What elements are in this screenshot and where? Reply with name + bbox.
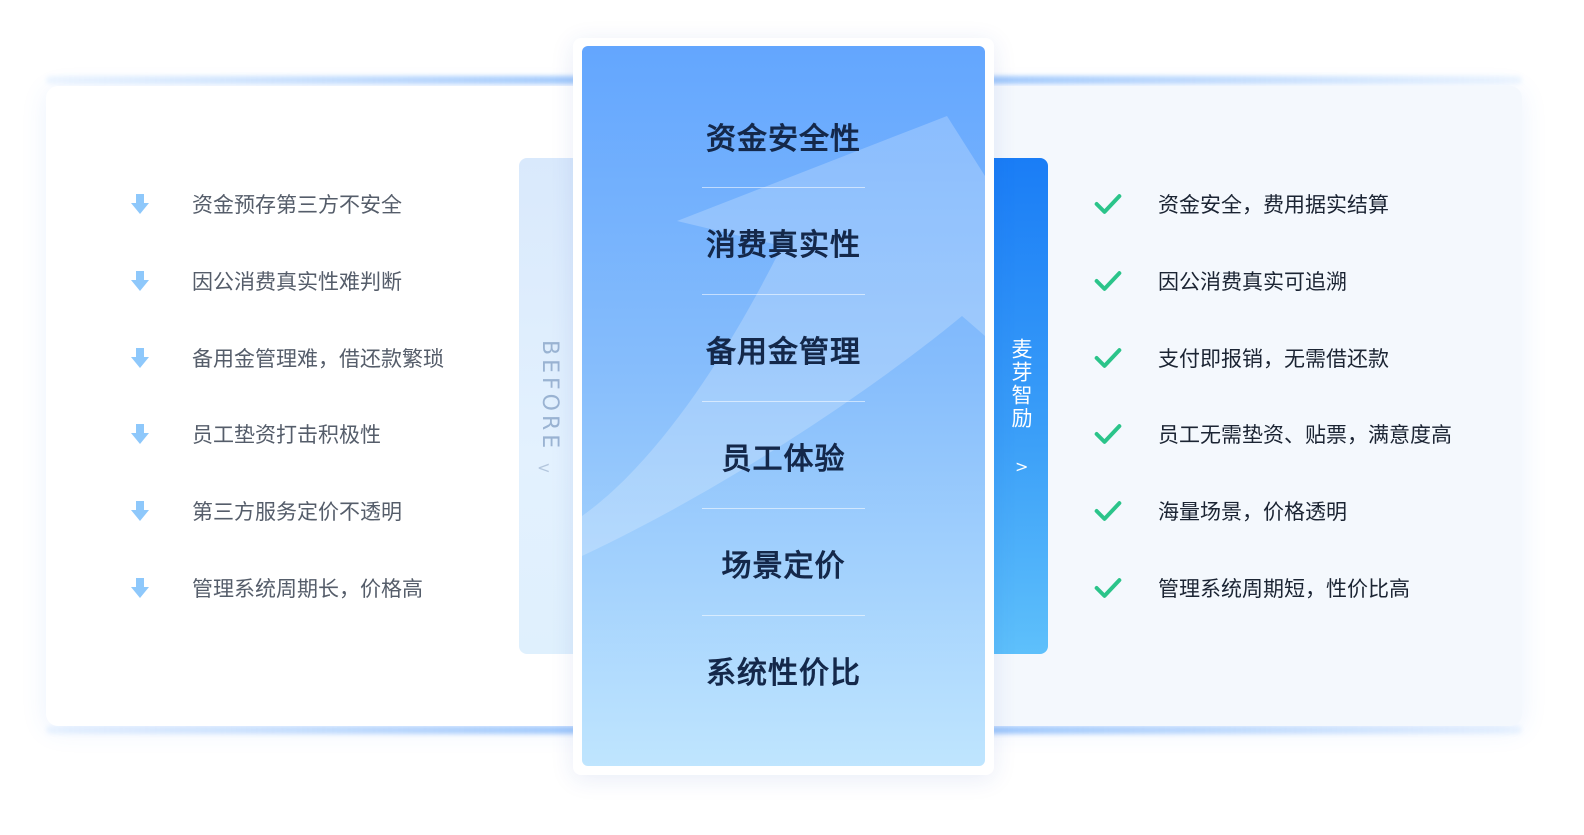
- after-item-text: 海量场景，价格透明: [1158, 500, 1347, 524]
- after-item-text: 员工无需垫资、贴票，满意度高: [1158, 423, 1452, 447]
- before-item-text: 第三方服务定价不透明: [192, 500, 402, 524]
- before-item-text: 管理系统周期长，价格高: [192, 577, 423, 601]
- before-list-item: 管理系统周期长，价格高: [126, 572, 423, 604]
- check-icon: [1094, 271, 1122, 291]
- before-list-item: 第三方服务定价不透明: [126, 495, 402, 527]
- chevron-right-icon: >: [1015, 457, 1029, 476]
- after-item-text: 资金安全，费用据实结算: [1158, 193, 1389, 217]
- arrow-down-icon: [131, 424, 149, 444]
- center-divider: [702, 508, 865, 509]
- center-divider: [702, 615, 865, 616]
- arrow-down-icon: [131, 578, 149, 598]
- center-item-fund-security: 资金安全性: [706, 121, 861, 157]
- check-icon: [1094, 348, 1122, 368]
- arrow-down-icon: [131, 348, 149, 368]
- before-item-text: 备用金管理难，借还款繁琐: [192, 347, 444, 371]
- center-item-employee-experience: 员工体验: [721, 441, 846, 477]
- before-item-text: 因公消费真实性难判断: [192, 270, 402, 294]
- center-divider: [702, 294, 865, 295]
- center-item-cost-performance: 系统性价比: [706, 655, 861, 691]
- after-item-text: 因公消费真实可追溯: [1158, 270, 1347, 294]
- after-label: 麦芽智励: [1009, 338, 1033, 430]
- center-divider: [702, 187, 865, 188]
- after-item-text: 管理系统周期短，性价比高: [1158, 577, 1410, 601]
- check-icon: [1094, 501, 1122, 521]
- before-list-item: 资金预存第三方不安全: [126, 188, 402, 220]
- check-icon: [1094, 194, 1122, 214]
- growth-arrow-icon: [582, 116, 985, 556]
- center-divider: [702, 401, 865, 402]
- center-item-consumption-authenticity: 消费真实性: [706, 227, 861, 263]
- arrow-down-icon: [131, 194, 149, 214]
- before-list-item: 因公消费真实性难判断: [126, 265, 402, 297]
- before-label: BEFORE: [537, 340, 562, 453]
- after-list-item: 海量场景，价格透明: [1094, 495, 1347, 527]
- check-icon: [1094, 578, 1122, 598]
- arrow-down-icon: [131, 271, 149, 291]
- after-list-item: 因公消费真实可追溯: [1094, 265, 1347, 297]
- before-list-item: 备用金管理难，借还款繁琐: [126, 342, 444, 374]
- after-panel: [960, 86, 1522, 726]
- after-list-item: 员工无需垫资、贴票，满意度高: [1094, 418, 1452, 450]
- arrow-down-icon: [131, 501, 149, 521]
- center-card: 资金安全性 消费真实性 备用金管理 员工体验 场景定价 系统性价比: [582, 46, 985, 766]
- before-item-text: 员工垫资打击积极性: [192, 423, 381, 447]
- chevron-left-icon: <: [537, 458, 551, 477]
- before-panel: [46, 86, 606, 726]
- before-list-item: 员工垫资打击积极性: [126, 418, 381, 450]
- before-item-text: 资金预存第三方不安全: [192, 193, 402, 217]
- center-item-reserve-fund: 备用金管理: [706, 334, 861, 370]
- after-list-item: 支付即报销，无需借还款: [1094, 342, 1389, 374]
- center-item-scenario-pricing: 场景定价: [721, 548, 846, 584]
- after-list-item: 资金安全，费用据实结算: [1094, 188, 1389, 220]
- check-icon: [1094, 424, 1122, 444]
- after-list-item: 管理系统周期短，性价比高: [1094, 572, 1410, 604]
- after-item-text: 支付即报销，无需借还款: [1158, 347, 1389, 371]
